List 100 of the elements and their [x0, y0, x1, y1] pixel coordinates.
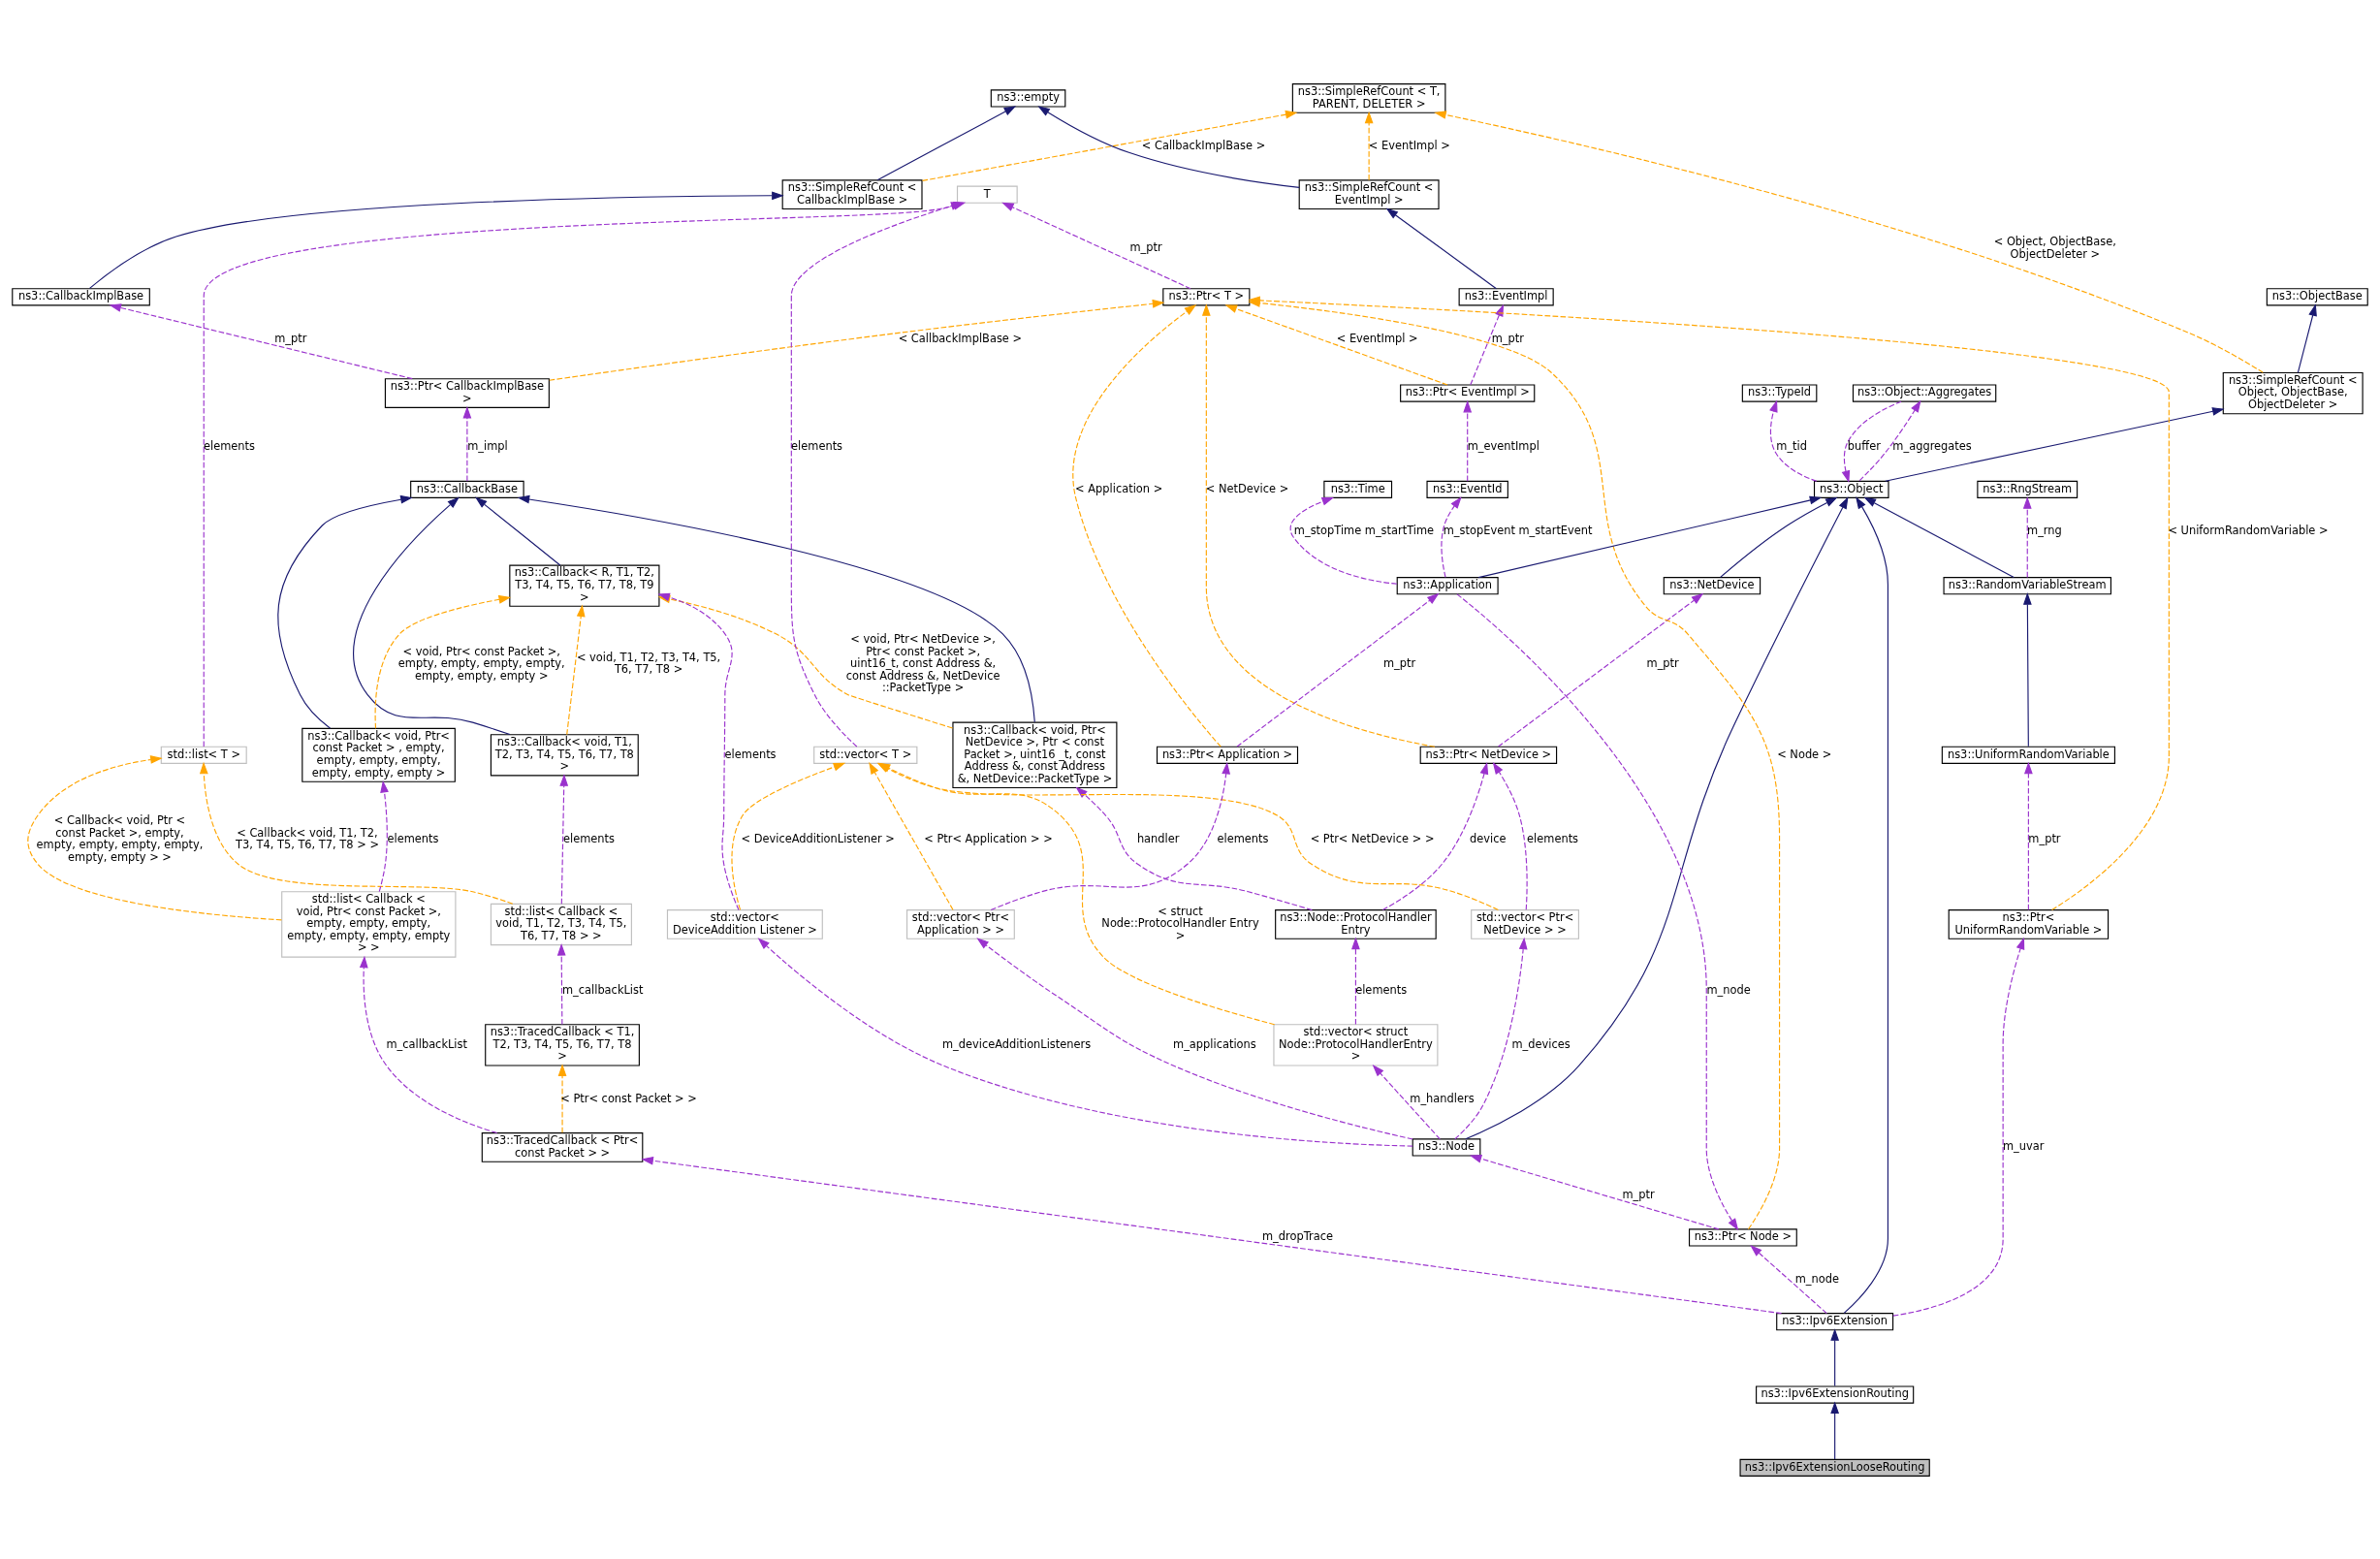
- edge-label: < Node >: [1777, 747, 1832, 761]
- arrow: [2022, 495, 2032, 578]
- node-box: ns3::TracedCallback < T1, T2, T3, T4, T5, T6, T7, T8 >: [485, 1023, 640, 1066]
- edge-label: < Callback< void, T1, T2, T3, T4, T5, T6, T7, T8 > >: [235, 825, 379, 851]
- arrow: [277, 494, 413, 729]
- edge-label: elements: [1355, 982, 1408, 997]
- node-box: ns3::Ptr< T >: [1162, 287, 1251, 305]
- arrow: [1885, 406, 2225, 482]
- edge-label: m_aggregates: [1892, 438, 1972, 453]
- node-box: std::vector< T >: [813, 746, 918, 764]
- arrow: [1830, 1401, 1840, 1459]
- arrow: [1769, 399, 1818, 482]
- node-box: ns3::TracedCallback < Ptr< const Packet > >: [481, 1131, 644, 1162]
- arrow: [1372, 1064, 1441, 1139]
- arrow: [549, 299, 1165, 381]
- edge-label: elements: [1527, 831, 1579, 845]
- node-box: ns3::EventId: [1426, 480, 1508, 498]
- node-box: ns3::TypeId: [1741, 383, 1818, 402]
- edge-label: < Ptr< NetDevice > >: [1310, 831, 1435, 845]
- arrow: [557, 1063, 567, 1133]
- node-box: ns3::Ptr< UniformRandomVariable >: [1948, 908, 2110, 939]
- edge-label: elements: [724, 747, 777, 761]
- node-box: std::list< Callback < void, Ptr< const Packet >, empty, empty, empty, empty, empty, empty, empty > >: [281, 890, 457, 958]
- arrow: [921, 110, 1298, 181]
- node-box: ns3::Ptr< NetDevice >: [1419, 746, 1558, 764]
- edge-label: m_dropTrace: [1262, 1228, 1333, 1243]
- edge-label: < Callback< void, Ptr < const Packet >, empty, empty, empty, empty, empty, empty, empty > >: [36, 812, 204, 864]
- arrow: [1830, 1327, 1840, 1386]
- node-box: ns3::UniformRandomVariable: [1941, 746, 2115, 764]
- node-box: ns3::Ipv6ExtensionLooseRouting: [1739, 1458, 1930, 1477]
- arrow: [2024, 761, 2033, 910]
- arrow: [374, 594, 512, 729]
- node-box: ns3::NetDevice: [1663, 576, 1761, 594]
- edge-label: < EventImpl >: [1368, 138, 1450, 152]
- arrow: [1224, 303, 1448, 386]
- edge-label: m_uvar: [2003, 1138, 2045, 1153]
- arrow: [1858, 399, 1921, 481]
- edge-label: < void, Ptr< NetDevice >, Ptr< const Packet >, uint16_t, const Address &, const Address &, NetDevice ::PacketType >: [845, 631, 1000, 694]
- arrow: [990, 761, 1231, 910]
- arrow: [1863, 496, 2015, 578]
- node-box: ns3::Ptr< Application >: [1156, 746, 1299, 764]
- arrow: [1072, 303, 1222, 748]
- edge-label: m_applications: [1173, 1036, 1256, 1051]
- arrow: [1843, 495, 1888, 1314]
- edge-label: m_stopTime m_startTime: [1293, 523, 1435, 537]
- node-box: std::vector< Ptr< NetDevice > >: [1471, 908, 1579, 939]
- arrow: [1492, 761, 1528, 910]
- edge-label: buffer: [1847, 438, 1881, 453]
- edge-label: m_ptr: [274, 331, 307, 345]
- arrow: [1470, 303, 1505, 385]
- arrow: [1454, 937, 1528, 1139]
- arrow: [1001, 202, 1191, 289]
- arrow: [2297, 302, 2317, 373]
- edge-label: m_handlers: [1410, 1091, 1475, 1105]
- node-box: T: [956, 185, 1018, 204]
- node-box: ns3::Time: [1323, 480, 1393, 498]
- edge-label: m_callbackList: [386, 1036, 467, 1051]
- edge-label: elements: [562, 831, 615, 845]
- node-box: std::vector< struct Node::ProtocolHandlerEntry >: [1273, 1023, 1439, 1066]
- edge-label: < UniformRandomVariable >: [2168, 523, 2329, 537]
- node-box: ns3::Ptr< CallbackImplBase >: [384, 377, 550, 408]
- edge-label: m_node: [1794, 1271, 1840, 1286]
- arrow: [731, 762, 846, 910]
- edge-label: m_rng: [2027, 523, 2062, 537]
- node-box: std::vector< DeviceAddition Listener >: [666, 908, 823, 939]
- node-box: ns3::ObjectBase: [2266, 287, 2368, 305]
- node-box: ns3::Callback< void, Ptr< const Packet > , empty, empty, empty, empty, empty, empty, empty >: [301, 727, 456, 782]
- node-box: ns3::Node: [1412, 1137, 1481, 1157]
- arrow: [1351, 937, 1360, 1025]
- edge-label: m_devices: [1511, 1036, 1571, 1051]
- arrow: [1463, 399, 1473, 482]
- arrow: [1456, 592, 1739, 1230]
- arrow: [1364, 111, 1374, 180]
- arrow: [517, 494, 1035, 722]
- node-box: ns3::SimpleRefCount < EventImpl >: [1298, 178, 1440, 209]
- node-box: ns3::CallbackBase: [410, 480, 524, 498]
- node-box: ns3::RandomVariableStream: [1943, 576, 2111, 594]
- node-box: std::list< T >: [160, 746, 247, 764]
- arrow: [1075, 785, 1313, 910]
- node-box: ns3::empty: [990, 88, 1066, 108]
- edge-label: m_eventImpl: [1467, 438, 1539, 453]
- node-box: ns3::EventImpl: [1458, 287, 1554, 305]
- arrow: [1385, 207, 1498, 289]
- arrow: [109, 302, 413, 379]
- arrow: [1750, 1244, 1827, 1314]
- arrow: [1892, 937, 2025, 1317]
- node-box: ns3::Callback< void, T1, T2, T3, T4, T5, T6, T7, T8 >: [490, 733, 639, 776]
- arrow: [641, 1156, 1783, 1314]
- edge-label: < struct Node::ProtocolHandler Entry >: [1101, 904, 1259, 942]
- node-box: ns3::Ipv6Extension: [1776, 1312, 1894, 1330]
- node-box: ns3::SimpleRefCount < Object, ObjectBase, ObjectDeleter >: [2222, 371, 2364, 414]
- arrow: [559, 773, 569, 905]
- node-box: ns3::RngStream: [1977, 480, 2079, 498]
- arrow: [1477, 495, 1823, 578]
- edge-label: elements: [1217, 831, 1269, 845]
- edge-label: m_node: [1706, 982, 1751, 997]
- edge-label: m_ptr: [1491, 331, 1524, 345]
- arrow: [876, 105, 1017, 180]
- edge-label: device: [1470, 831, 1507, 845]
- edge-label: < CallbackImplBase >: [1141, 138, 1266, 152]
